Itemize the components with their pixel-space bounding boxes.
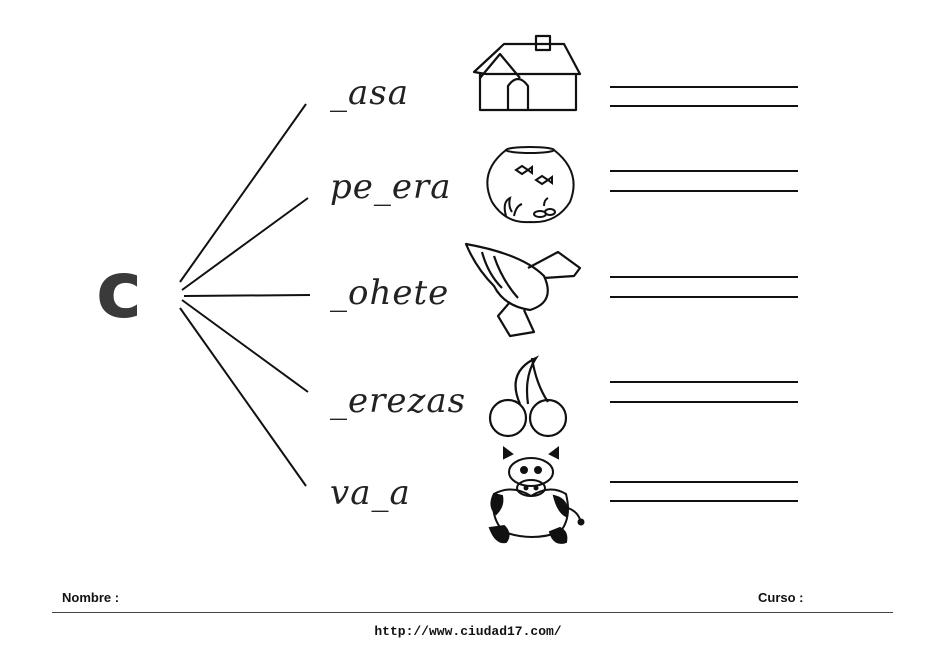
rocket-icon <box>464 242 582 338</box>
connector-line-3 <box>183 294 311 297</box>
connector-line-5 <box>179 307 307 487</box>
cherries-icon <box>488 355 568 438</box>
target-letter: c <box>96 246 143 336</box>
connector-line-2 <box>181 197 309 291</box>
word-item-4: _erezas <box>330 381 467 421</box>
word-item-3: _ohete <box>330 273 450 313</box>
word-item-2: pe_era <box>330 167 452 207</box>
connector-line-1 <box>179 103 307 283</box>
house-icon <box>472 34 582 112</box>
word-item-1: _asa <box>330 73 409 113</box>
name-label: Nombre : <box>62 590 120 605</box>
fishbowl-icon <box>486 146 575 224</box>
word-item-5: va_a <box>330 473 411 513</box>
cow-icon <box>488 446 585 544</box>
footer-url[interactable]: http://www.ciudad17.com/ <box>374 624 562 639</box>
course-label: Curso : <box>758 590 804 605</box>
connector-line-4 <box>181 299 309 393</box>
footer-divider <box>52 612 893 613</box>
